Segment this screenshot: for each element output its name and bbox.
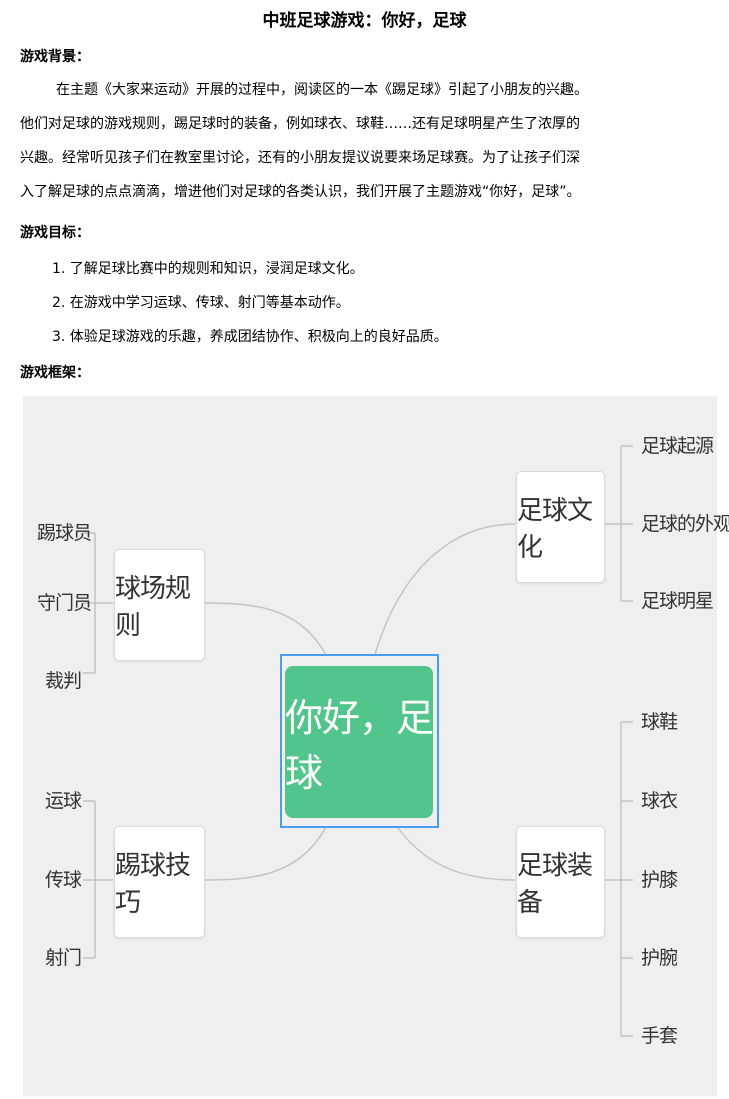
background-paragraph: 在主题《大家来运动》开展的过程中，阅读区的一本《踢足球》引起了小朋友的兴趣。 他… bbox=[20, 73, 712, 209]
leaf-kicker[interactable]: 踢球员 bbox=[37, 522, 92, 544]
connector-skills bbox=[204, 820, 330, 881]
branch-skills[interactable]: 踢球技巧 bbox=[114, 826, 205, 938]
bracket-skills bbox=[83, 800, 113, 959]
leaf-wrist-guard[interactable]: 护腕 bbox=[641, 947, 678, 969]
leaf-stars[interactable]: 足球明星 bbox=[641, 590, 714, 612]
branch-rules[interactable]: 球场规则 bbox=[114, 549, 205, 661]
connector-culture bbox=[372, 523, 516, 662]
background-line: 入了解足球的点点滴滴，增进他们对足球的各类认识，我们开展了主题游戏“你好，足球”… bbox=[20, 184, 581, 200]
bracket-rules bbox=[83, 532, 113, 674]
leaf-dribble[interactable]: 运球 bbox=[45, 790, 82, 812]
center-node[interactable]: 你好，足球 bbox=[285, 666, 434, 818]
leaf-origin[interactable]: 足球起源 bbox=[641, 435, 714, 457]
leaf-referee[interactable]: 裁判 bbox=[45, 670, 82, 692]
leaf-shoes[interactable]: 球鞋 bbox=[641, 711, 678, 733]
goals-heading: 游戏目标： bbox=[20, 225, 90, 241]
background-line: 在主题《大家来运动》开展的过程中，阅读区的一本《踢足球》引起了小朋友的兴趣。 bbox=[56, 82, 588, 98]
bracket-equipment bbox=[604, 721, 633, 1037]
background-heading: 游戏背景： bbox=[20, 49, 90, 65]
branch-equipment[interactable]: 足球装备 bbox=[516, 826, 605, 938]
connector-rules bbox=[204, 602, 330, 662]
leaf-knee-pad[interactable]: 护膝 bbox=[641, 869, 678, 891]
leaf-jersey[interactable]: 球衣 bbox=[641, 790, 678, 812]
background-line: 他们对足球的游戏规则，踢足球时的装备，例如球衣、球鞋……还有足球明星产生了浓厚的 bbox=[20, 116, 580, 132]
bracket-culture bbox=[604, 445, 633, 602]
goal-item: 2. 在游戏中学习运球、传球、射门等基本动作。 bbox=[52, 295, 350, 311]
background-line: 兴趣。经常听见孩子们在教室里讨论，还有的小朋友提议说要来场足球赛。为了让孩子们深 bbox=[20, 150, 580, 166]
page-title: 中班足球游戏：你好，足球 bbox=[262, 11, 467, 31]
leaf-gloves[interactable]: 手套 bbox=[641, 1025, 678, 1047]
leaf-shoot[interactable]: 射门 bbox=[45, 947, 82, 969]
leaf-appearance[interactable]: 足球的外观 bbox=[641, 513, 729, 535]
mind-map: 你好，足球 球场规则 踢球技巧 足球文化 足球装备 踢球员 守门员 裁判 运球 … bbox=[23, 396, 729, 1096]
leaf-goalkeeper[interactable]: 守门员 bbox=[37, 592, 92, 614]
mind-map-connectors bbox=[83, 445, 633, 1037]
branch-culture[interactable]: 足球文化 bbox=[516, 471, 605, 583]
framework-heading: 游戏框架： bbox=[20, 365, 90, 381]
leaf-pass[interactable]: 传球 bbox=[45, 869, 82, 891]
connector-equipment bbox=[392, 820, 516, 881]
goal-item: 1. 了解足球比赛中的规则和知识，浸润足球文化。 bbox=[52, 261, 364, 277]
goal-item: 3. 体验足球游戏的乐趣，养成团结协作、积极向上的良好品质。 bbox=[52, 329, 448, 345]
